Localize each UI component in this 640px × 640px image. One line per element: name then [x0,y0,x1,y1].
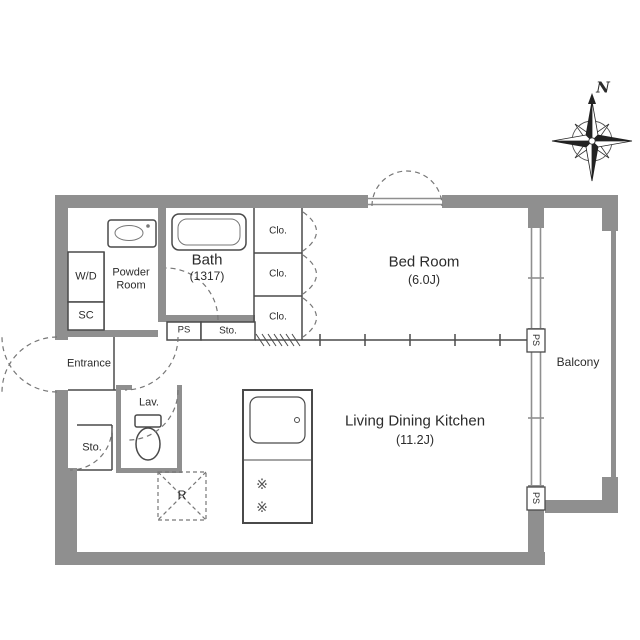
entrance-door-swing [1,336,58,393]
room-size-ldk: (11.2J) [396,432,434,447]
room-label-storage-mid: Sto. [219,325,237,337]
stove-burner-icon: ※ [256,500,268,516]
room-label-pipe-space-right-top: PS [531,333,542,347]
kitchen-counter [242,389,313,524]
hatch-marks [255,333,301,347]
entrance-door-swing [1,336,58,393]
room-label-bedroom: Bed Room [388,253,460,271]
room-size-bath: (1317) [189,269,225,284]
room-label-entrance: Entrance [66,357,112,370]
storage-door-swing [69,427,113,471]
interior-walls [68,208,255,473]
room-label-balcony: Balcony [556,355,600,370]
compass-rose [551,93,633,182]
washbasin-icon [107,219,157,248]
room-label-lavatory: Lav. [139,396,159,409]
room-label-powder-room: Powder Room [112,266,150,291]
balcony-window-bedroom [528,228,544,328]
faucet-icon [294,417,300,423]
top-window [368,195,442,208]
hall-door-swing [124,336,179,391]
compass-north-label: N [596,78,610,97]
top-window-swing [371,170,443,207]
north-arrowhead-icon [588,93,596,104]
closet-door-swing [302,254,318,295]
room-label-pipe-space-mid: PS [177,324,191,336]
door-swing-arcs [1,170,443,471]
shoe-closet-space [67,301,105,331]
bathtub-icon [171,213,247,251]
room-label-washer-dryer: W/D [75,270,97,283]
washer-dryer-space [67,251,105,303]
partition-lines [67,208,303,471]
toilet-icon [134,414,162,461]
room-label-closet-2: Clo. [269,268,287,280]
stove-burner-icon: ※ [256,477,268,493]
room-label-ldk: Living Dining Kitchen [344,412,486,430]
lavatory-door-swing [127,389,179,441]
fridge-space [157,471,207,521]
kitchen-sink-icon [249,396,306,444]
service-boxes [166,321,256,341]
room-size-bedroom: (6.0J) [408,272,440,287]
closet-door-swing [302,211,318,252]
pipe-space-right-boxes [526,328,546,511]
balcony-window-ldk [528,352,544,485]
room-label-pipe-space-right-bottom: PS [531,491,542,505]
room-label-closet-1: Clo. [269,225,287,237]
stove-icon: ※ ※ [256,477,268,516]
sliding-partition [255,333,528,347]
storage-mid-box [200,321,256,341]
room-label-shoe-closet: SC [78,309,94,322]
room-label-refrigerator: R [177,488,187,503]
bath-door-swing [165,267,219,321]
room-label-bath: Bath [191,251,223,269]
room-label-storage-left: Sto. [82,441,102,454]
room-label-closet-3: Clo. [269,311,287,323]
closet-door-swing [302,297,318,338]
